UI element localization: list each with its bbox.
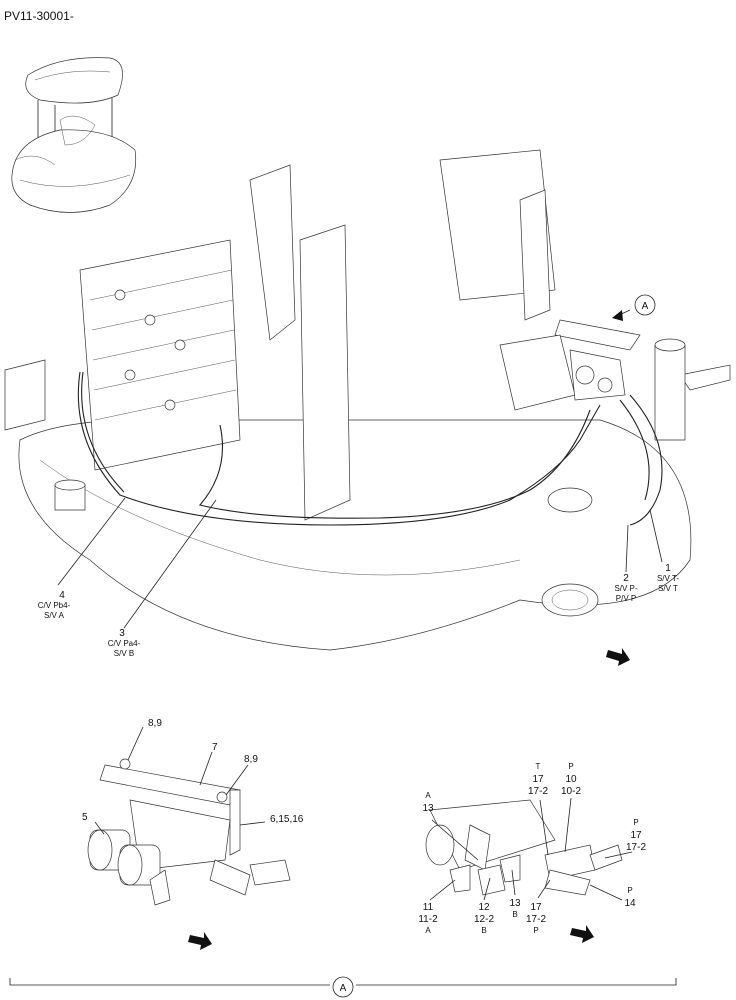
detail-right-callout-t-17: T 17 17-2 — [528, 762, 548, 797]
view-a-footer-bracket: A — [9, 976, 677, 998]
detail-right-callout-17-p: 17 17-2 P — [526, 902, 546, 935]
callout-2-number: 2 — [623, 573, 629, 584]
callout-3-number: 3 — [119, 628, 125, 639]
callout-p-14-line2: 14 — [624, 898, 636, 909]
callout-1-line1: S/V T- — [657, 574, 679, 583]
callout-1: 1 S/V T- S/V T — [657, 563, 679, 593]
callout-2-line2: P/V P — [616, 594, 636, 603]
callout-p-17-line1: P — [633, 818, 638, 827]
solenoid-valve-assembly — [499, 319, 641, 411]
callout-4-number: 4 — [59, 590, 65, 601]
callout-11-line3: A — [425, 926, 431, 935]
callout-p-10-line2: 10 — [565, 774, 577, 785]
detail-left-label-5: 5 — [82, 812, 88, 823]
callout-p-17-line3: 17-2 — [626, 842, 646, 853]
callout-p-10-line1: P — [568, 762, 573, 771]
front-direction-arrow-icon — [606, 648, 630, 666]
callout-12-line3: B — [481, 926, 486, 935]
callout-2: 2 S/V P- P/V P — [614, 573, 637, 603]
callout-t-17-line1: T — [536, 762, 541, 771]
callout-11-line2: 11-2 — [418, 914, 438, 925]
callout-13-b-line1: 13 — [509, 898, 521, 909]
callout-t-17-line2: 17 — [532, 774, 544, 785]
callout-a-13-line2: 13 — [422, 803, 434, 814]
front-direction-arrow-icon — [188, 932, 212, 950]
hose-routing — [77, 371, 663, 526]
main-frame-illustration — [4, 149, 731, 651]
callout-4-line2: S/V A — [44, 611, 65, 620]
detail-right-illustration — [425, 799, 623, 896]
callout-2-line1: S/V P- — [614, 584, 637, 593]
callout-3: 3 C/V Pa4- S/V B — [108, 628, 141, 658]
detail-right-callout-p-10: P 10 10-2 — [561, 762, 581, 797]
callout-4-line1: C/V Pb4- — [38, 601, 71, 610]
callout-p-10-line3: 10-2 — [561, 786, 581, 797]
detail-right-callout-13-b: 13 B — [509, 898, 521, 919]
callout-17-p-line3: P — [533, 926, 538, 935]
callout-12-line1: 12 — [478, 902, 490, 913]
callout-1-line2: S/V T — [658, 584, 678, 593]
detail-left-label-6-15-16: 6,15,16 — [270, 814, 304, 825]
callout-3-line1: C/V Pa4- — [108, 639, 141, 648]
control-valve-block — [79, 239, 241, 471]
detail-right-callout-12: 12 12-2 B — [474, 902, 494, 935]
view-a-letter: A — [642, 301, 649, 312]
callout-17-p-line2: 17-2 — [526, 914, 546, 925]
callout-t-17-line3: 17-2 — [528, 786, 548, 797]
machine-inset-illustration — [11, 57, 137, 213]
callout-17-p-line1: 17 — [530, 902, 542, 913]
callout-12-line2: 12-2 — [474, 914, 494, 925]
detail-left-label-7: 7 — [212, 742, 218, 753]
callout-11-line1: 11 — [423, 902, 434, 913]
callout-3-line2: S/V B — [114, 649, 134, 658]
front-direction-arrow-icon — [570, 925, 594, 943]
callout-4: 4 C/V Pb4- S/V A — [38, 590, 71, 620]
detail-left-illustration — [87, 758, 291, 906]
callout-a-13-line1: A — [425, 791, 431, 800]
detail-right-callout-a-13: A 13 — [422, 791, 434, 814]
callout-p-17-line2: 17 — [630, 830, 642, 841]
view-a-marker: A — [612, 294, 656, 321]
detail-right-callout-p-14: P 14 — [624, 886, 636, 909]
footer-view-letter: A — [340, 983, 347, 994]
callout-1-number: 1 — [665, 563, 671, 574]
callout-p-14-line1: P — [627, 886, 632, 895]
detail-right-callout-11: 11 11-2 A — [418, 902, 438, 935]
callout-13-b-line2: B — [512, 910, 517, 919]
detail-left-label-8-9-b: 8,9 — [244, 754, 258, 765]
detail-right-callout-p-17: P 17 17-2 — [626, 818, 646, 853]
doc-code: PV11-30001- — [4, 9, 74, 23]
detail-left-label-8-9-a: 8,9 — [148, 718, 162, 729]
